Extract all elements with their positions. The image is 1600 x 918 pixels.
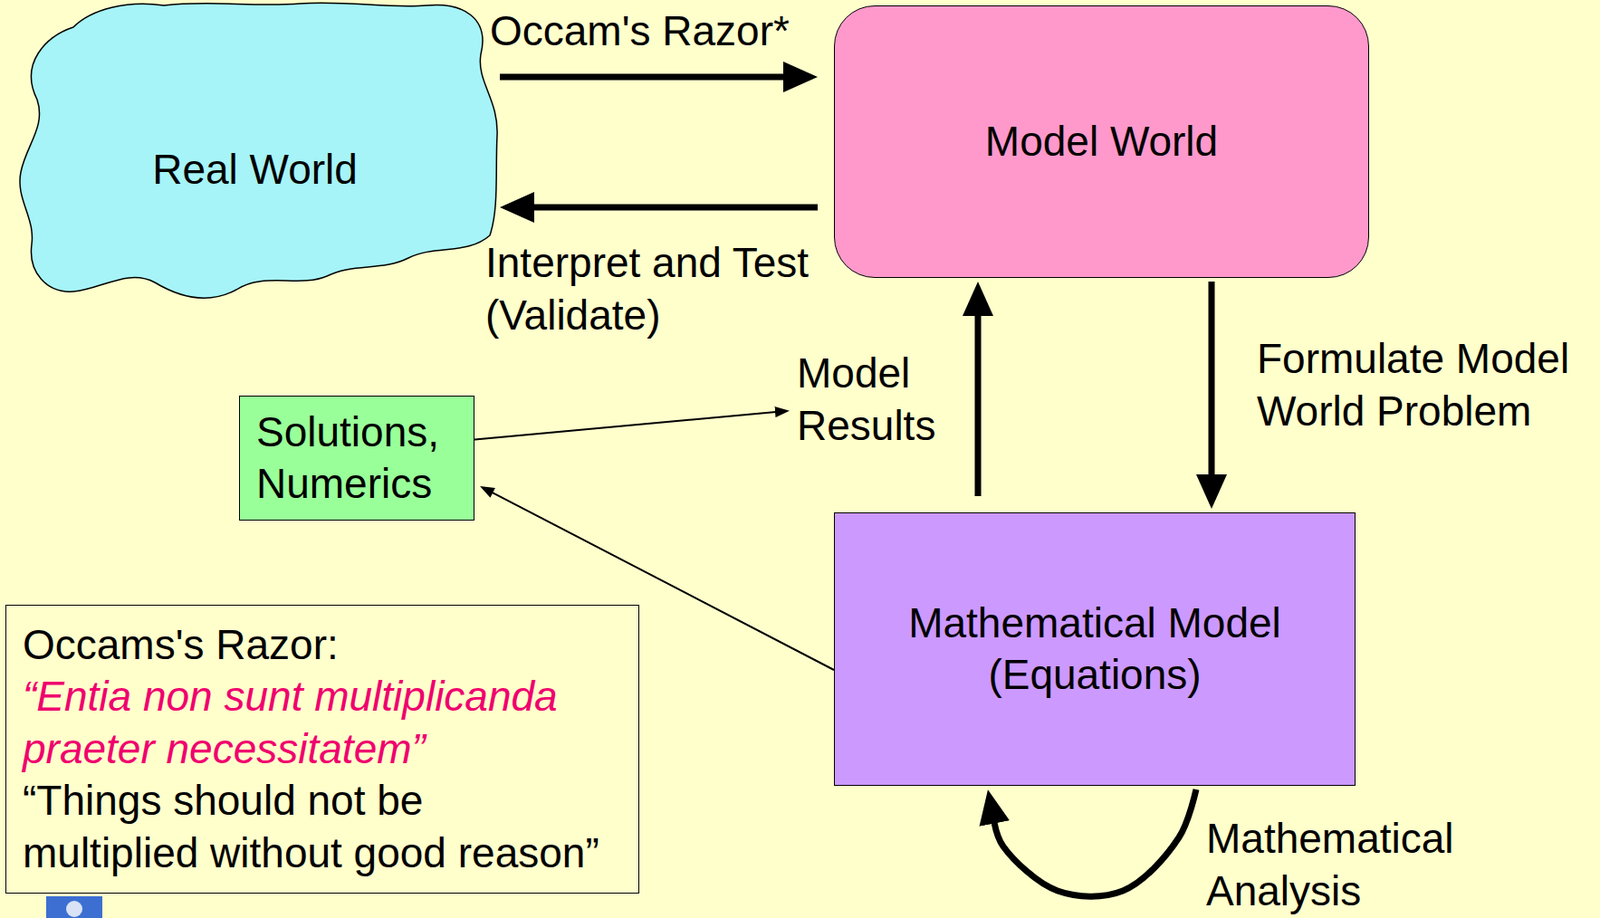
edge-label: Formulate Model World Problem bbox=[1256, 333, 1592, 438]
note-heading: Occams's Razor: bbox=[22, 619, 339, 672]
logo-icon bbox=[46, 896, 103, 918]
node-text: Model World bbox=[985, 115, 1218, 169]
process-box: Solutions, Numerics bbox=[239, 395, 475, 521]
note-box: Occams's Razor:“Entia non sunt multiplic… bbox=[5, 604, 640, 894]
rounded-box: Model World bbox=[833, 5, 1370, 278]
node-text: Solutions, Numerics bbox=[256, 406, 458, 511]
translation-quote: “Things should not be multiplied without… bbox=[22, 775, 607, 880]
edge-label: Model Results bbox=[796, 347, 956, 452]
logo-mark bbox=[66, 900, 83, 918]
logo-tile bbox=[46, 896, 103, 918]
edge-label: Mathematical Analysis bbox=[1206, 813, 1569, 918]
edge-label: Occam's Razor* bbox=[489, 5, 790, 58]
cloud-fill bbox=[19, 2, 498, 298]
flow-arrow bbox=[533, 204, 818, 211]
node-text: Mathematical Model (Equations) bbox=[895, 597, 1294, 702]
flow-arrow bbox=[1208, 281, 1216, 476]
process-box: Mathematical Model (Equations) bbox=[833, 512, 1356, 786]
flow-arrow bbox=[499, 74, 785, 81]
cloud-shape: Real World bbox=[9, 0, 500, 307]
edge-label: Interpret and Test (Validate) bbox=[485, 237, 839, 342]
flow-arrow bbox=[975, 315, 982, 497]
flow-arrow bbox=[994, 789, 1197, 897]
leader-arrow bbox=[469, 411, 777, 441]
latin-quote: “Entia non sunt multiplicanda praeter ne… bbox=[22, 670, 607, 776]
node-text: Real World bbox=[152, 143, 358, 197]
